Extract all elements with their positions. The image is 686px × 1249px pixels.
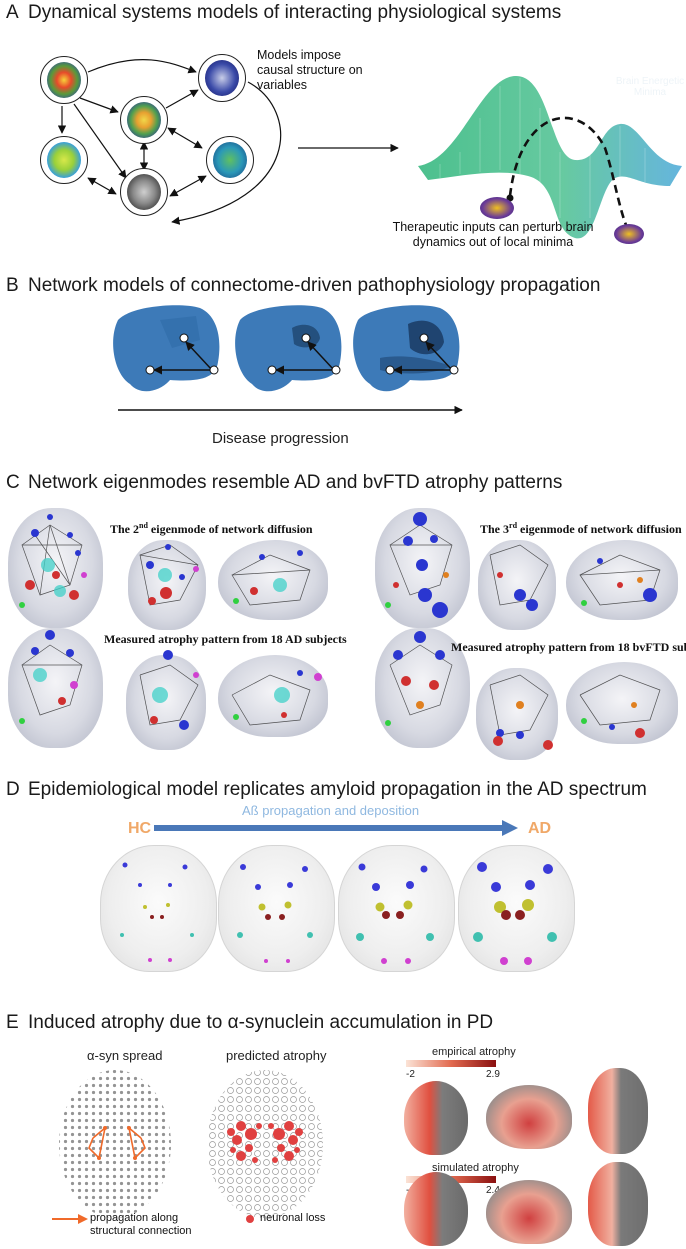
panel-e-title: E Induced atrophy due to α-synuclein accu…: [6, 1012, 493, 1034]
brain-stage-3: [353, 305, 460, 392]
simulated-coronal-slice: [404, 1172, 468, 1246]
neuronal-loss-dots: [227, 1121, 303, 1163]
simulated-axial-slice: [588, 1162, 648, 1246]
panel-a-title: A Dynamical systems models of interacting…: [6, 2, 561, 24]
eigenmode3-caption-post: eigenmode of network diffusion: [517, 522, 682, 536]
eigenmode2-sagittal-brain: [218, 540, 328, 620]
propagation-legend-arrow: [52, 1214, 88, 1224]
ad-axial-brain: [8, 628, 103, 748]
ad-atrophy-caption: Measured atrophy pattern from 18 AD subj…: [104, 632, 347, 646]
panel-e-title-text: Induced atrophy due to α-synuclein accum…: [28, 1012, 494, 1033]
eigenmode3-caption: The 3rd eigenmode of network diffusion: [480, 521, 682, 537]
brain-stage-1: [113, 305, 220, 392]
fmri-image: [213, 142, 247, 178]
panel-b-letter: B: [6, 275, 19, 296]
pd-brain-networks: [59, 1070, 323, 1218]
hc-label: HC: [128, 820, 152, 837]
perfusion-image: [47, 142, 81, 178]
eigenmode3-sagittal-brain: [566, 540, 678, 620]
mri-blue-image: [205, 60, 239, 96]
ftd-atrophy-caption: Measured atrophy pattern from 18 bvFTD s…: [451, 640, 686, 654]
landscape-surface: [418, 75, 682, 239]
disease-progression-label: Disease progression: [212, 430, 349, 447]
neuronal-loss-legend-text: neuronal loss: [260, 1212, 326, 1224]
panel-c-networks: [19, 512, 661, 750]
energy-landscape: [418, 75, 682, 242]
predicted-atrophy-brain: [207, 1070, 323, 1218]
eigenmode2-caption-sup: nd: [139, 521, 148, 530]
eigenmode2-caption-post: eigenmode of network diffusion: [147, 522, 313, 536]
empirical-min-label: -2: [406, 1069, 415, 1080]
predicted-atrophy-label: predicted atrophy: [226, 1048, 327, 1063]
panel-c-title: C Network eigenmodes resemble AD and bvFT…: [6, 472, 562, 494]
ad-label: AD: [528, 820, 552, 837]
panel-b-brains: [113, 305, 463, 415]
amyloid-arrow-label: Aß propagation and deposition: [242, 803, 420, 818]
amyloid-nodes: [120, 862, 557, 965]
empirical-max-label: 2.9: [486, 1069, 500, 1080]
brain-state-icon-left: [480, 197, 514, 219]
structural-mri-image: [127, 174, 161, 210]
simulated-max-label: 2.4: [486, 1185, 500, 1196]
structural-mri-node: [120, 168, 168, 216]
eigenmode2-caption: The 2nd eigenmode of network diffusion: [110, 521, 313, 537]
eigenmode2-caption-pre: The 2: [110, 522, 140, 536]
eigenmode3-caption-sup: rd: [509, 521, 518, 530]
panel-a-graph: [57, 59, 399, 225]
propagation-legend-text: propagation along structural connection: [90, 1212, 192, 1238]
pet-scan-image: [47, 62, 81, 98]
amyloid-brain-stage1: [100, 845, 217, 972]
energy-minima-faint-label: Brain Energetic Minima: [615, 76, 685, 98]
amyloid-brain-stage2: [218, 845, 335, 972]
neuronal-loss-legend-dot: [246, 1215, 254, 1223]
fmri-node: [206, 136, 254, 184]
causal-structure-caption: Models impose causal structure on variab…: [257, 48, 363, 92]
amyloid-brain-stage3: [338, 845, 455, 972]
panel-d-title-text: Epidemiological model replicates amyloid…: [28, 779, 647, 800]
panel-a-letter: A: [6, 2, 19, 23]
panel-d-title: D Epidemiological model replicates amyloi…: [6, 779, 647, 801]
asyn-spread-label: α-syn spread: [87, 1048, 163, 1063]
ad-coronal-brain: [126, 655, 206, 750]
panel-d-letter: D: [6, 779, 20, 800]
empirical-colorbar: [406, 1060, 496, 1067]
ad-sagittal-brain: [218, 655, 328, 737]
asyn-spread-brain: [59, 1070, 171, 1218]
panel-c-letter: C: [6, 472, 20, 493]
empirical-coronal-slice: [404, 1081, 468, 1155]
amyloid-progression-arrow: [154, 820, 518, 836]
panel-a-title-text: Dynamical systems models of interacting …: [28, 2, 562, 23]
simulated-sagittal-slice: [486, 1180, 572, 1244]
transition-path: [508, 116, 634, 239]
spect-image: [127, 102, 161, 138]
brain-state-icon-right: [614, 224, 644, 244]
panel-b-title: B Network models of connectome-driven pat…: [6, 275, 600, 297]
empirical-sagittal-slice: [486, 1085, 572, 1149]
simulated-atrophy-title: simulated atrophy: [432, 1162, 519, 1174]
empirical-atrophy-title: empirical atrophy: [432, 1046, 516, 1058]
perfusion-node: [40, 136, 88, 184]
eigenmode3-caption-pre: The 3: [480, 522, 510, 536]
empirical-axial-slice: [588, 1068, 648, 1154]
therapeutic-caption: Therapeutic inputs can perturb brain dyn…: [392, 220, 594, 249]
brain-stage-2: [235, 305, 342, 392]
eigenmode2-axial-brain: [8, 508, 103, 628]
spect-node: [120, 96, 168, 144]
panel-b-title-text: Network models of connectome-driven path…: [28, 275, 601, 296]
mri-blue-node: [198, 54, 246, 102]
panel-e-letter: E: [6, 1012, 19, 1033]
pet-scan-node: [40, 56, 88, 104]
panel-c-title-text: Network eigenmodes resemble AD and bvFTD…: [28, 472, 563, 493]
ftd-axial-brain: [375, 628, 470, 748]
